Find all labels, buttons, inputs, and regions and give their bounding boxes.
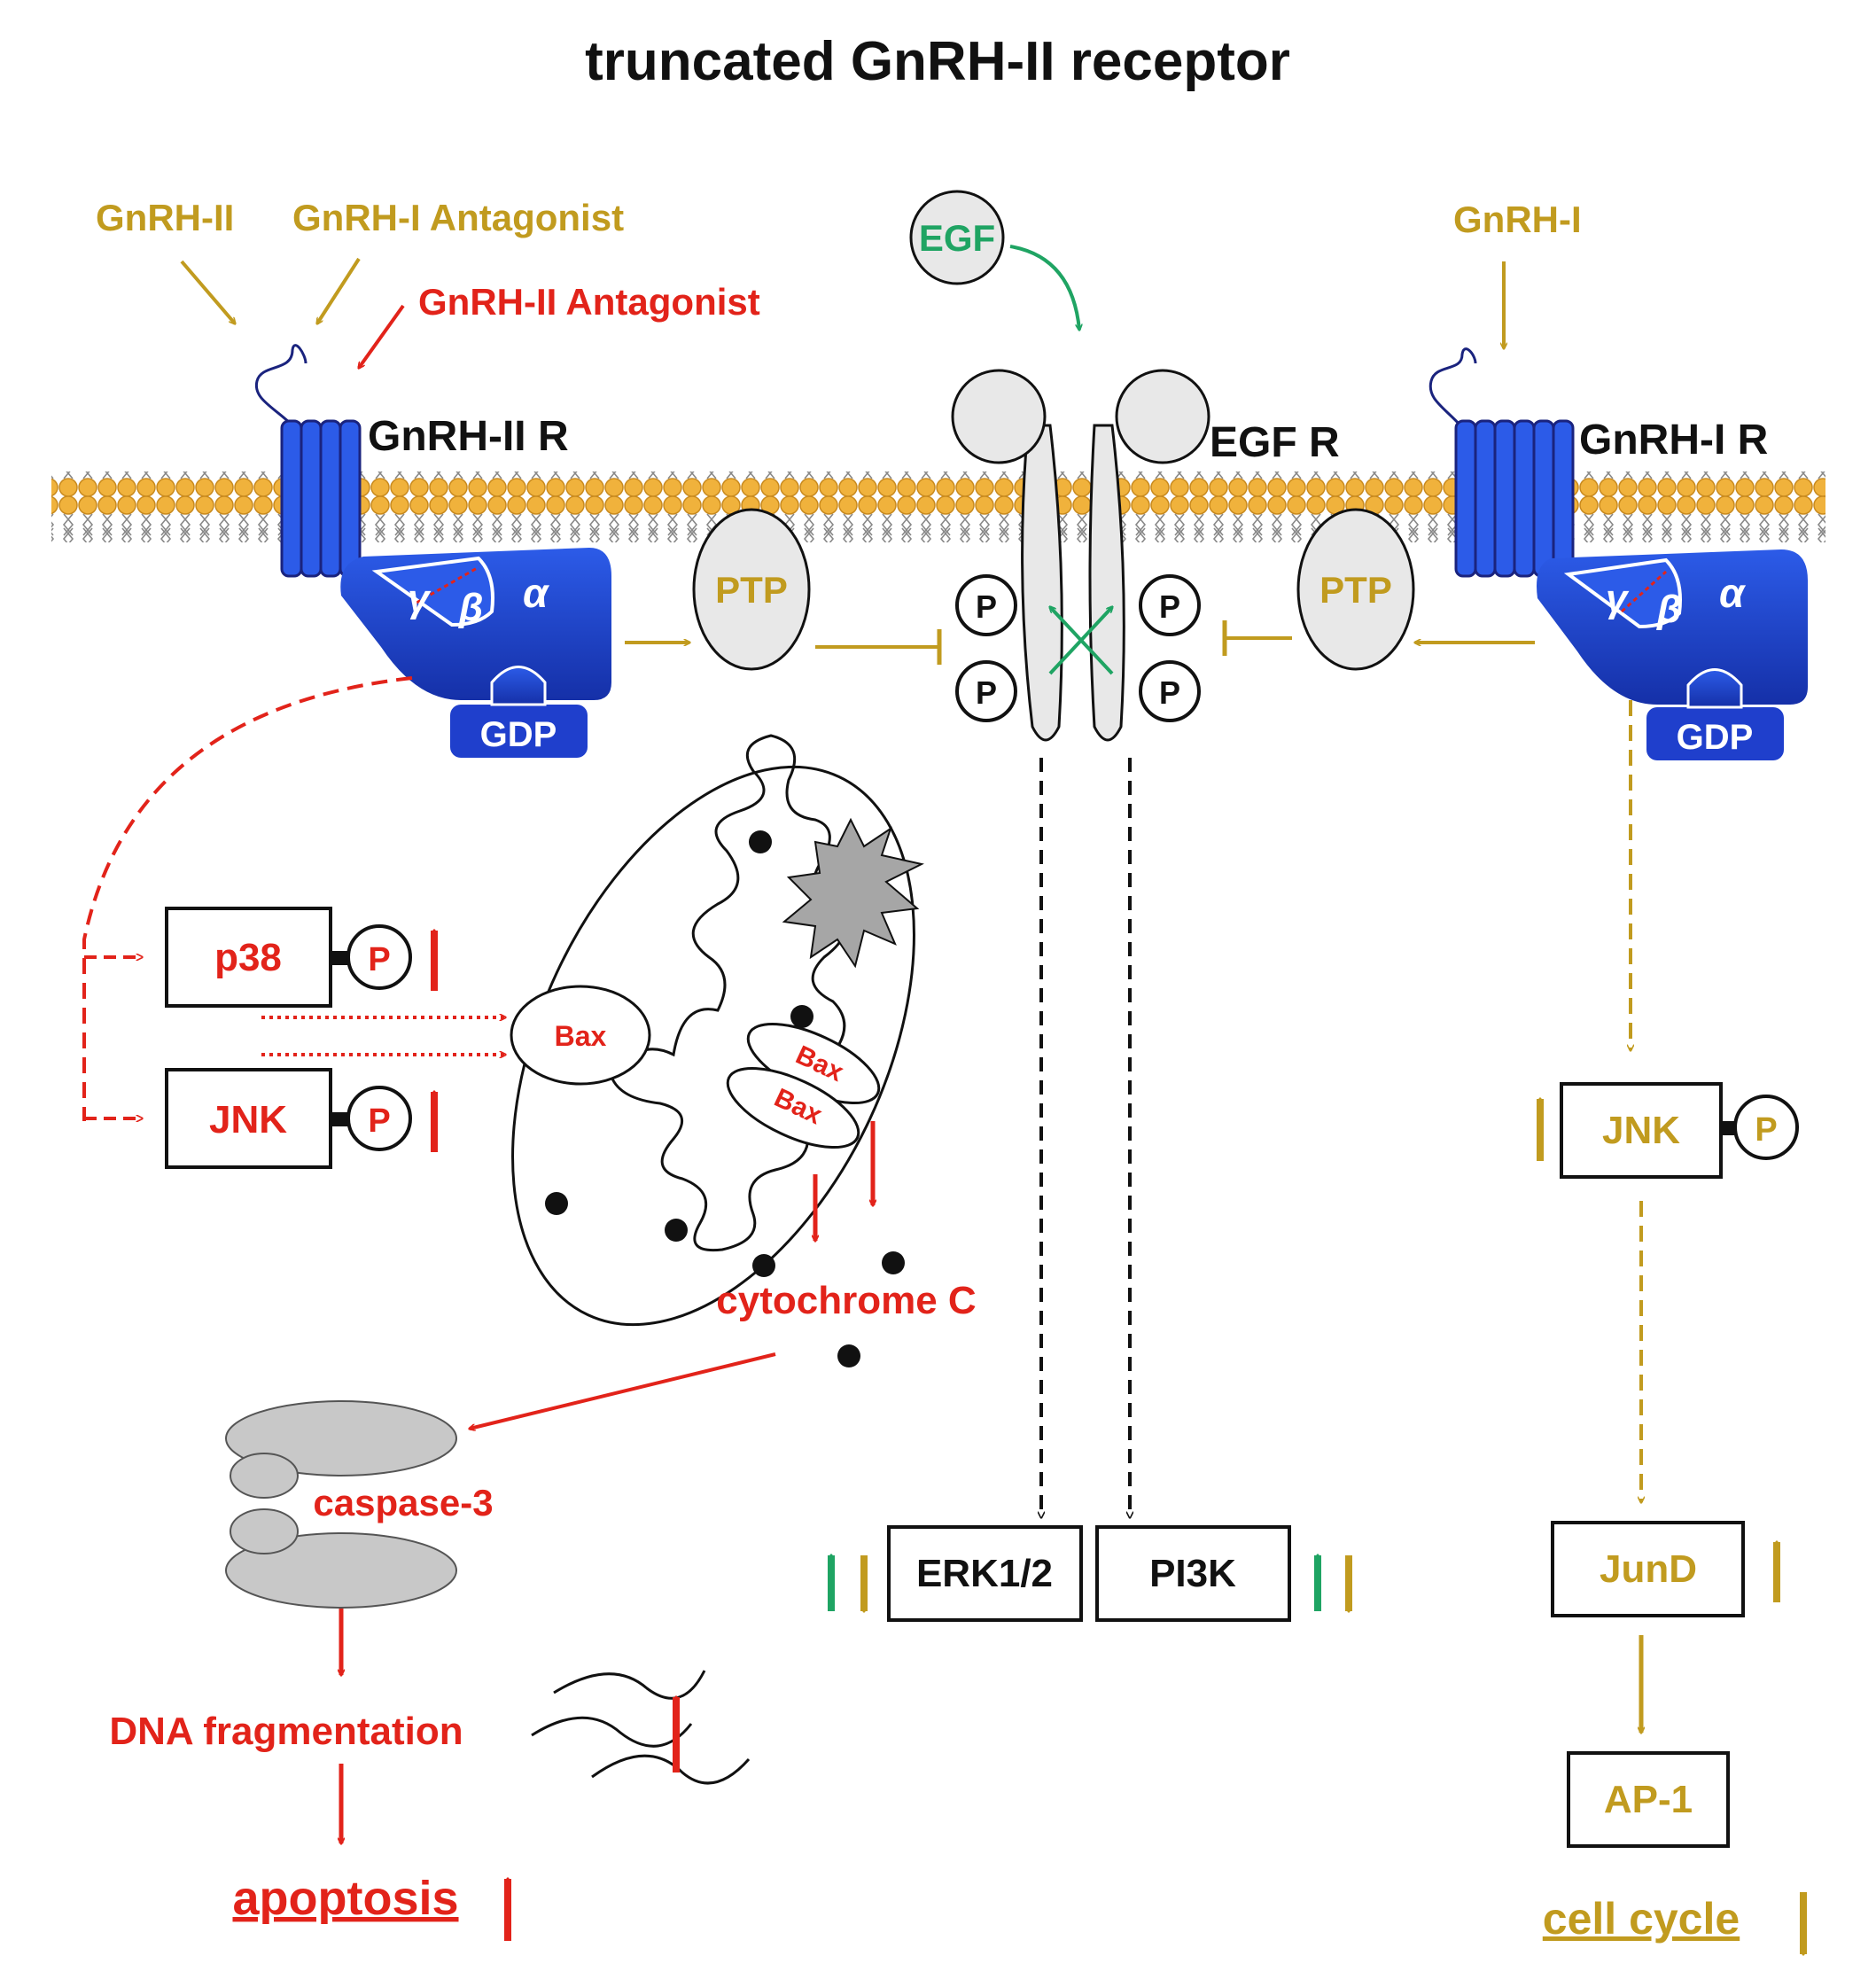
gnrh1-receptor-label: GnRH-I R [1579,417,1768,464]
bax-protein-1 [510,985,651,1086]
gamma-subunit-left: γ [408,577,432,620]
phospho-jnk-left [346,1086,412,1151]
phospho-egfr-2-label: P [976,674,997,711]
gnrh1-antagonist-label: GnRH-I Antagonist [292,197,624,238]
gdp-label-right: GDP [1677,718,1754,757]
jnk-left-label: JNK [209,1098,287,1141]
phospho-egfr-2 [955,660,1017,722]
beta-subunit-right: β [1656,588,1681,631]
ptp-left [692,508,811,671]
caspase-3-complex [225,1400,457,1609]
dna-fragments [531,1670,751,1785]
cell-cycle-label: cell cycle [1543,1894,1740,1944]
phospho-p38-label: P [368,941,390,978]
ptp-right [1296,508,1415,671]
erk-box [887,1525,1083,1622]
gnrh2-antagonist-label: GnRH-II Antagonist [418,281,760,323]
cytochrome-c-label: cytochrome C [716,1279,976,1322]
jund-box [1551,1521,1745,1617]
bax-protein-3 [726,1066,860,1149]
p38-label: p38 [214,936,282,979]
jnk-right-box [1560,1082,1723,1179]
gnrh2-receptor [254,344,362,578]
pi3k-box [1095,1525,1291,1622]
caspase-3-label: caspase-3 [313,1482,493,1523]
egf-ligand-label: EGF [919,217,995,259]
ap1-box [1567,1751,1730,1848]
p38-linker [331,951,348,965]
apoptosis-label: apoptosis [232,1872,458,1925]
pi3k-label: PI3K [1149,1552,1236,1595]
jund-label: JunD [1600,1547,1697,1591]
erk-label: ERK1/2 [916,1552,1053,1595]
jnk-left-linker [331,1112,348,1126]
bax-label-1: Bax [555,1020,607,1052]
gdp-label-left: GDP [480,715,557,754]
alpha-subunit-left: α [523,570,550,616]
gnrh2-ligand-label: GnRH-II [96,197,234,238]
g-protein-left [340,548,611,758]
cytochrome-c-molecules [752,1251,905,1367]
gnrh1-antagonist-arrow [317,257,361,323]
alpha-subunit-right: α [1719,570,1747,616]
phospho-jnk-right-label: P [1755,1111,1777,1149]
ptp-left-label: PTP [715,569,788,611]
gnrh2-arrow [180,260,235,323]
egf-receptor [951,369,1210,742]
phospho-p38 [346,924,412,990]
gnrh1-ligand-label: GnRH-I [1453,199,1582,240]
gnrh2-antagonist-arrow [359,304,405,368]
phospho-egfr-1 [955,574,1017,636]
g-protein-right [1537,549,1808,760]
dna-fragmentation-label: DNA fragmentation [109,1710,463,1753]
gnrh2-receptor-label: GnRH-II R [368,413,569,460]
cytochrome-to-caspase-arrow [470,1352,776,1429]
ap1-label: AP-1 [1604,1778,1693,1821]
egf-binding-arrow [1009,245,1079,330]
gamma-subunit-right: γ [1606,577,1630,620]
beta-subunit-left: β [458,586,483,629]
phospho-egfr-3-label: P [1159,588,1180,625]
diagram-title: truncated GnRH-II receptor [585,31,1290,92]
phospho-jnk-left-label: P [368,1102,390,1140]
phospho-egfr-3 [1139,574,1201,636]
gprotein-to-mapk-dashed-path [82,676,413,1121]
ptp-right-label: PTP [1319,569,1392,611]
phospho-egfr-1-label: P [976,588,997,625]
phospho-egfr-4-label: P [1159,674,1180,711]
jnk-right-linker [1721,1121,1734,1135]
jnk-right-label: JNK [1602,1109,1680,1152]
phospho-jnk-right [1733,1095,1799,1160]
egf-receptor-label: EGF R [1210,419,1340,466]
egf-ligand [909,190,1005,285]
phospho-egfr-4 [1139,660,1201,722]
